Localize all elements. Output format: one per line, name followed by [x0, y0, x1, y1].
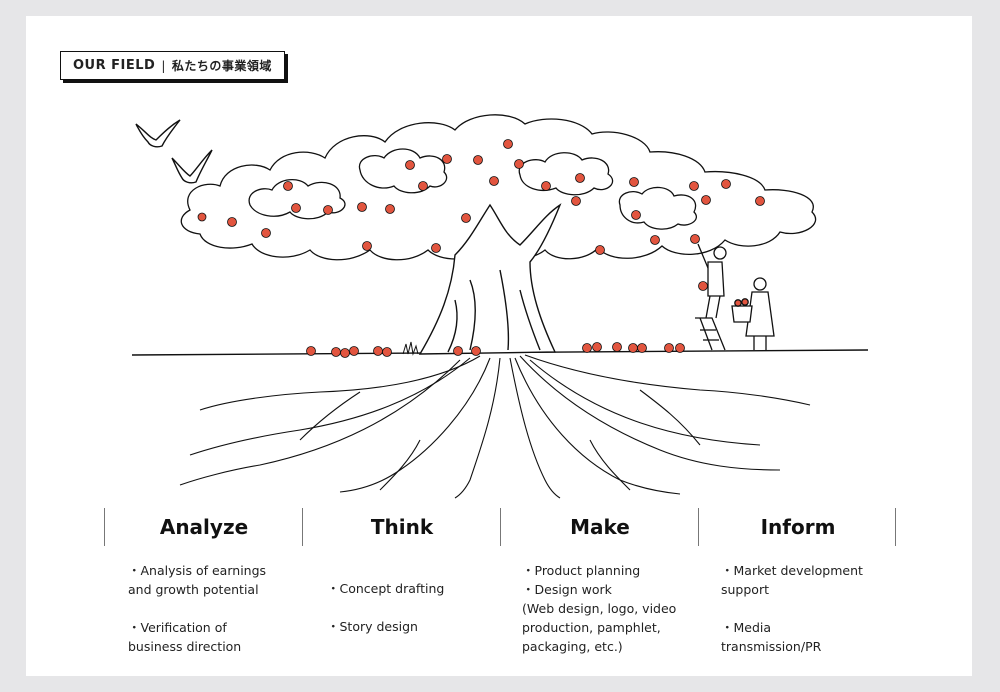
tree-trunk — [418, 203, 562, 355]
list-item: ・Concept drafting — [327, 581, 445, 596]
think-list: ・Concept drafting ・Story design — [327, 579, 444, 636]
list-item: ・Analysis of earnings — [128, 563, 267, 578]
basket-girl-figure — [731, 277, 775, 350]
column-divider — [895, 508, 896, 546]
list-item: ・Product planning — [522, 563, 641, 578]
column-title-inform: Inform — [760, 515, 836, 539]
column-divider — [302, 508, 303, 546]
list-item: business direction — [128, 639, 242, 654]
list-item: transmission/PR — [721, 639, 822, 654]
list-item: ・Design work — [522, 582, 612, 597]
list-item: packaging, etc.) — [522, 639, 623, 654]
column-divider — [500, 508, 501, 546]
column-title-analyze: Analyze — [159, 515, 249, 539]
list-item: support — [721, 582, 769, 597]
list-item — [721, 599, 863, 618]
ladder-picker-figure — [695, 243, 727, 351]
list-item — [128, 599, 266, 618]
analyze-list: ・Analysis of earnings and growth potenti… — [128, 561, 266, 656]
list-item: ・Verification of — [128, 620, 227, 635]
column-divider — [698, 508, 699, 546]
list-item: and growth potential — [128, 582, 259, 597]
list-item: ・Media — [721, 620, 772, 635]
column-title-think: Think — [370, 515, 434, 539]
tree-canopy — [180, 114, 817, 261]
section-tag-en: OUR FIELD — [73, 58, 156, 73]
apples — [197, 139, 765, 358]
column-divider — [104, 508, 105, 546]
make-list: ・Product planning ・Design work (Web desi… — [522, 561, 676, 656]
column-title-make: Make — [570, 515, 630, 539]
grass — [402, 341, 419, 356]
section-tag: OUR FIELD | 私たちの事業領域 — [60, 51, 285, 80]
list-item: ・Story design — [327, 619, 418, 634]
tree-roots — [179, 354, 811, 499]
bird-icon — [135, 119, 213, 184]
list-item — [327, 598, 444, 617]
list-item: (Web design, logo, video — [522, 601, 677, 616]
list-item: ・Market development — [721, 563, 863, 578]
section-tag-separator: | — [161, 58, 166, 73]
inform-list: ・Market development support ・Media trans… — [721, 561, 863, 656]
section-tag-jp: 私たちの事業領域 — [171, 59, 272, 73]
list-item: production, pamphlet, — [522, 620, 661, 635]
